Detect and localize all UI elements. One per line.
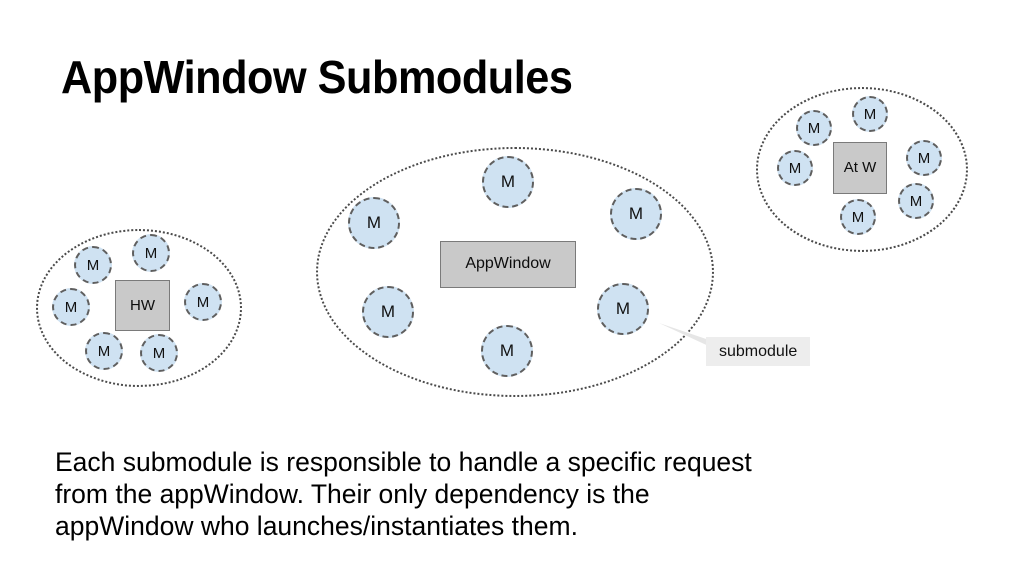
module-node[interactable]: M [796,110,832,146]
module-node[interactable]: M [52,288,90,326]
module-node[interactable]: M [610,188,662,240]
module-node[interactable]: M [597,283,649,335]
core-box-hw[interactable]: HW [115,280,170,331]
cluster-hw: HW M M M M M M [36,229,242,387]
module-node[interactable]: M [906,140,942,176]
body-line: appWindow who launches/instantiates them… [55,511,578,541]
module-node[interactable]: M [348,197,400,249]
module-node[interactable]: M [184,283,222,321]
cluster-boundary-hw [36,229,242,387]
body-paragraph: Each submodule is responsible to handle … [55,446,975,542]
module-node[interactable]: M [852,96,888,132]
core-box-appwindow[interactable]: AppWindow [440,241,576,288]
module-node[interactable]: M [777,150,813,186]
module-node[interactable]: M [898,183,934,219]
module-node[interactable]: M [481,325,533,377]
callout-submodule[interactable]: submodule [706,337,811,366]
body-line: Each submodule is responsible to handle … [55,447,752,477]
core-box-atw[interactable]: At W [833,142,887,194]
module-node[interactable]: M [85,332,123,370]
callout-leader-line [659,323,715,349]
body-line: from the appWindow. Their only dependenc… [55,479,650,509]
module-node[interactable]: M [140,334,178,372]
cluster-atw: At W M M M M M M [756,87,968,252]
cluster-boundary-atw [756,87,968,252]
module-node[interactable]: M [482,156,534,208]
module-node[interactable]: M [74,246,112,284]
module-node[interactable]: M [362,286,414,338]
cluster-appwindow: AppWindow M M M M M M [316,147,714,397]
module-node[interactable]: M [840,199,876,235]
cluster-boundary-appwindow [316,147,714,397]
page-title: AppWindow Submodules [61,51,573,103]
module-node[interactable]: M [132,234,170,272]
